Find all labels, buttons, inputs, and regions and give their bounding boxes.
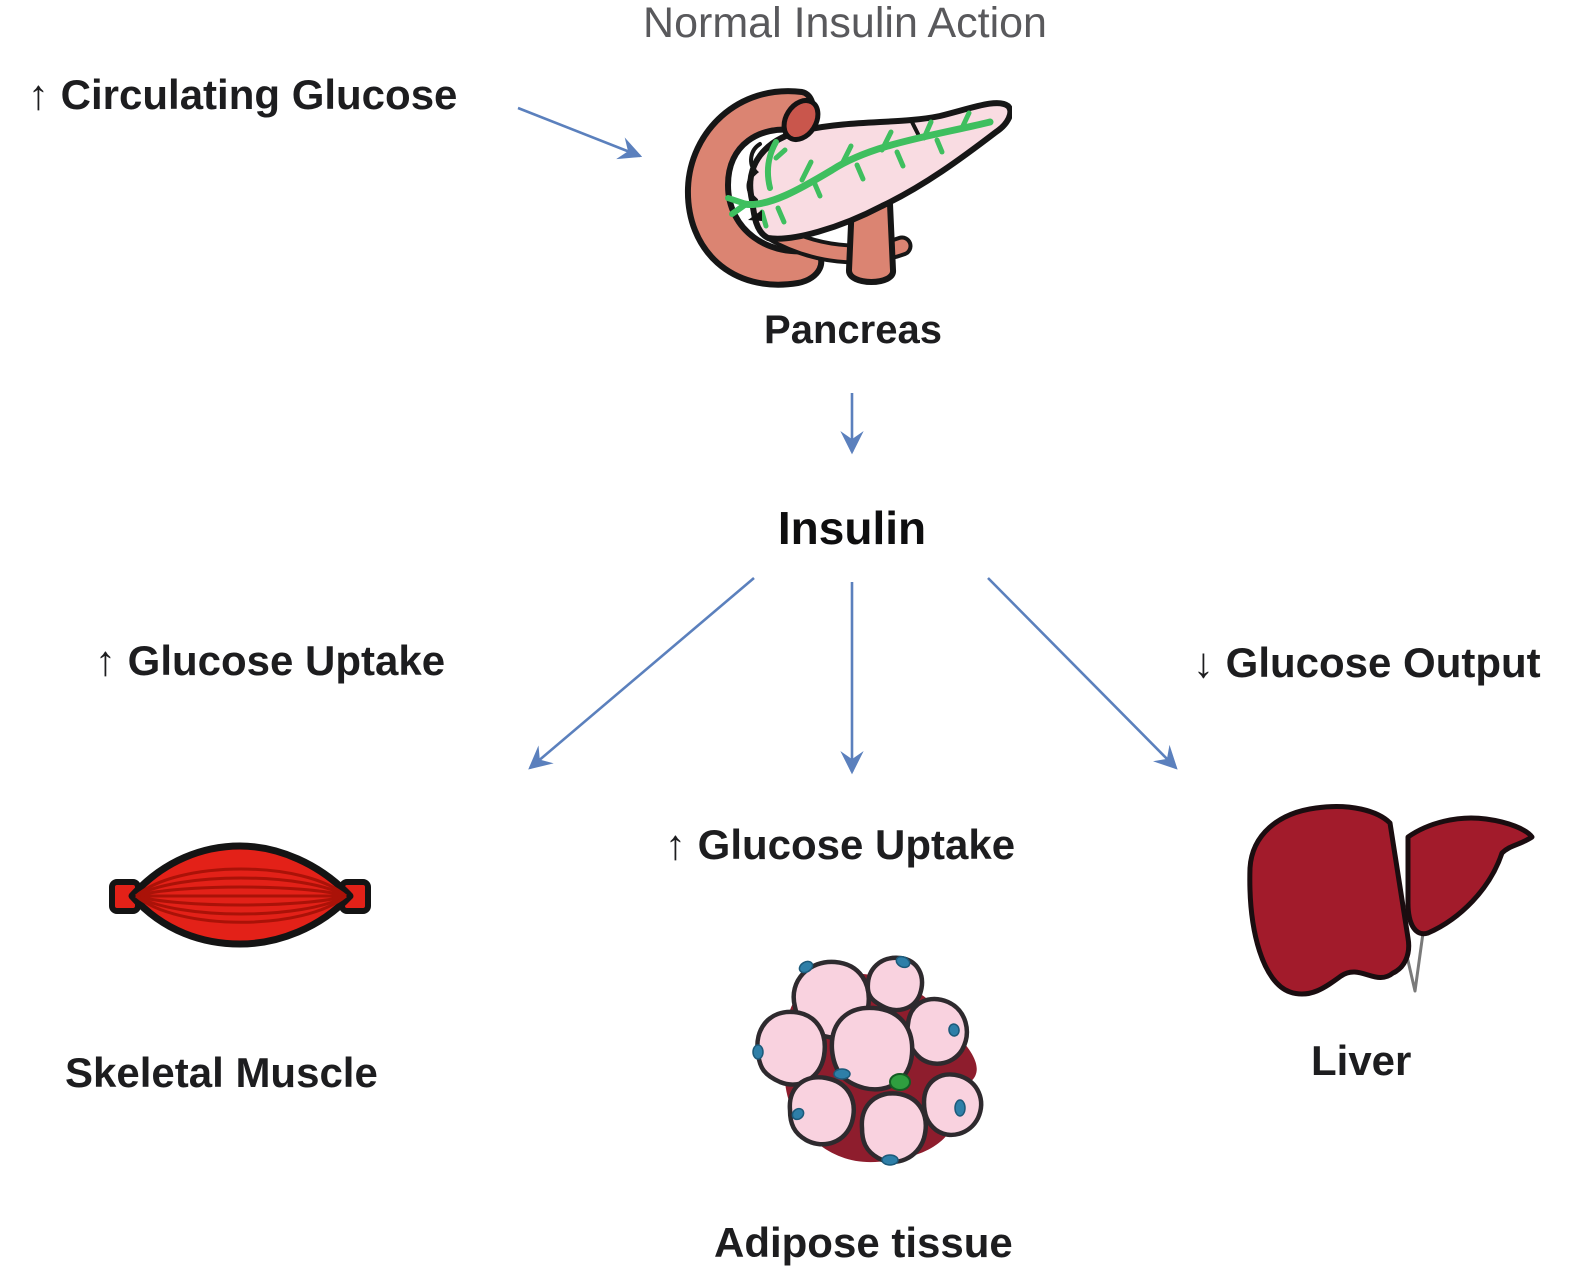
pancreas-illustration <box>684 88 1012 288</box>
arrow-insulin-to-liver <box>987 577 1178 770</box>
skeletal-muscle-illustration <box>109 842 371 948</box>
node-pancreas-label: Pancreas <box>764 308 942 352</box>
arrow-glucose-to-pancreas <box>517 106 643 160</box>
node-circulating-glucose: ↑ Circulating Glucose <box>28 71 458 118</box>
node-skeletal-muscle-label: Skeletal Muscle <box>65 1049 378 1096</box>
node-glucose-output-liver: ↓ Glucose Output <box>1193 639 1541 686</box>
liver-illustration <box>1247 803 1535 997</box>
adipose-tissue-illustration <box>752 955 984 1166</box>
arrow-insulin-to-muscle <box>528 577 755 770</box>
node-liver-label: Liver <box>1311 1037 1412 1084</box>
node-glucose-uptake-adipose: ↑ Glucose Uptake <box>665 821 1016 868</box>
node-glucose-uptake-muscle: ↑ Glucose Uptake <box>95 637 446 684</box>
node-insulin-label: Insulin <box>777 502 927 554</box>
node-adipose-tissue-label: Adipose tissue <box>714 1219 1013 1266</box>
page-title: Normal Insulin Action <box>643 0 1047 47</box>
